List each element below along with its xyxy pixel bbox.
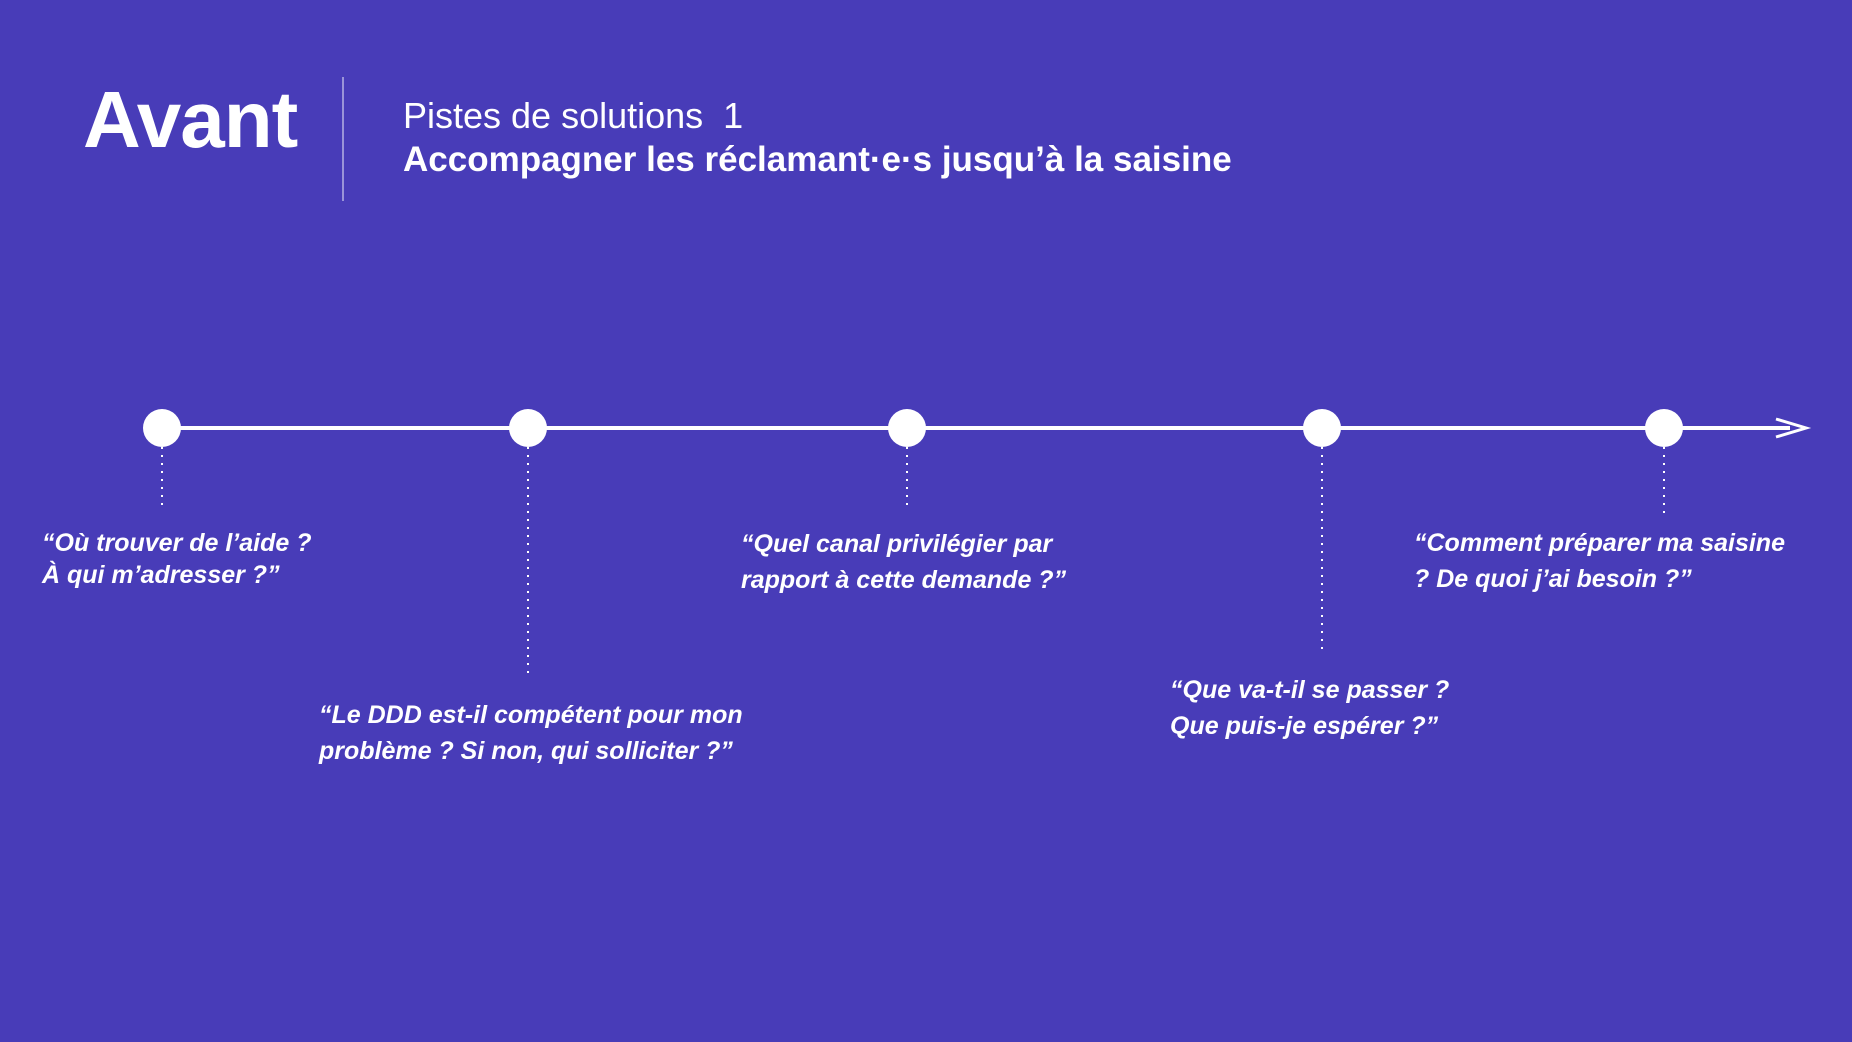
step-3-node <box>888 409 926 447</box>
step-4-node <box>1303 409 1341 447</box>
slide-title: Avant <box>83 75 298 164</box>
step-1-node <box>143 409 181 447</box>
step-2-line-1: “Le DDD est-il compétent pour mon <box>319 701 743 729</box>
step-3-quote: “Quel canal privilégier par rapport à ce… <box>741 526 1066 598</box>
step-3-line-2: rapport à cette demande ?” <box>741 566 1067 594</box>
step-5-line-1: “Comment préparer ma saisine <box>1414 529 1785 557</box>
section-subtitle: Pistes de solutions 1 <box>403 95 744 136</box>
step-5-node <box>1645 409 1683 447</box>
step-2-quote: “Le DDD est-il compétent pour mon problè… <box>319 697 743 769</box>
step-2-line-2: problème ? Si non, qui solliciter ?” <box>319 737 733 765</box>
header-divider <box>342 77 344 201</box>
step-5-line-2: ? De quoi j’ai besoin ?” <box>1414 565 1692 593</box>
step-3-line-1: “Quel canal privilégier par <box>741 530 1053 558</box>
step-1-line-2: À qui m’adresser ?” <box>42 561 280 589</box>
step-1-quote: “Où trouver de l’aide ? À qui m’adresser… <box>42 527 312 591</box>
step-5-quote: “Comment préparer ma saisine ? De quoi j… <box>1414 525 1785 597</box>
step-4-quote: “Que va-t-il se passer ? Que puis-je esp… <box>1170 672 1449 744</box>
timeline-arrowhead <box>1775 417 1812 439</box>
step-2-node <box>509 409 547 447</box>
step-4-line-1: “Que va-t-il se passer ? <box>1170 676 1450 704</box>
step-1-line-1: “Où trouver de l’aide ? <box>42 529 312 557</box>
section-heading: Accompagner les réclamant·e·s jusqu’à la… <box>403 140 1232 179</box>
step-4-line-2: Que puis-je espérer ?” <box>1170 712 1439 740</box>
